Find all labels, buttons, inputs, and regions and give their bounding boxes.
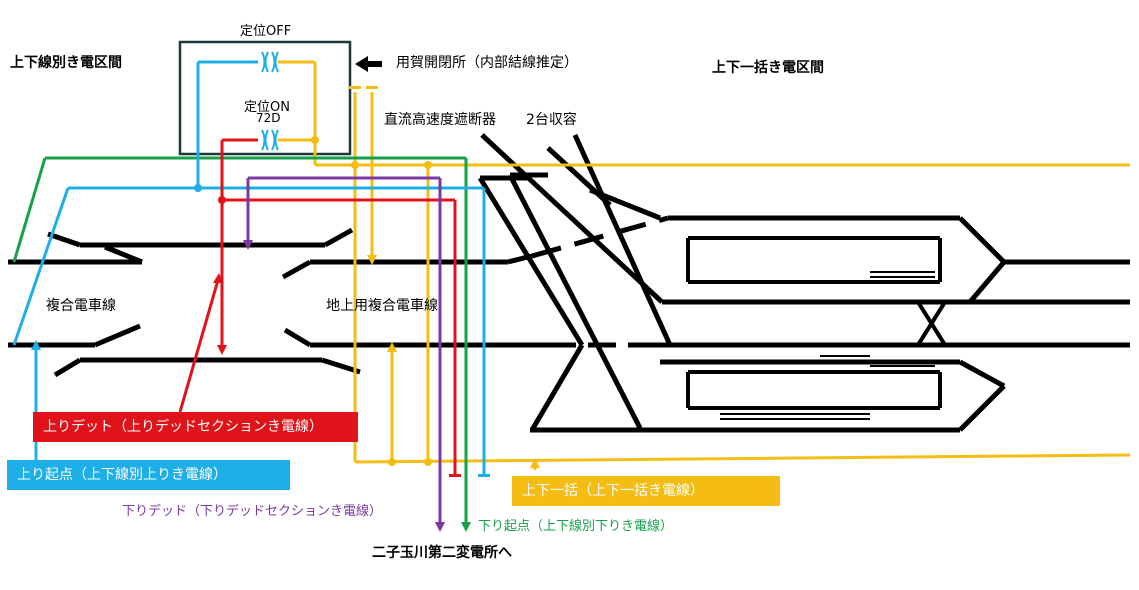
breaker-label: 直流高速度遮断器 xyxy=(384,112,496,128)
combined-feeder-box: 上下一括（上下一括き電線） xyxy=(512,476,780,506)
default-off-label: 定位OFF xyxy=(240,24,292,39)
diagonal-1 xyxy=(480,133,664,304)
lower-bottom-rail-join xyxy=(958,384,1006,432)
upper-wire-left-end-b xyxy=(323,227,354,248)
pointer-arrow xyxy=(355,56,382,72)
switch-note-label: 用賀開閉所（内部結線推定） xyxy=(396,55,578,71)
lower-wire-left-end xyxy=(53,357,82,378)
switch-on-symbol xyxy=(261,129,279,151)
default-on-label: 定位ON xyxy=(244,100,290,115)
upper-line-bend-a xyxy=(104,244,143,265)
red-feeder xyxy=(178,138,457,474)
purple-feeder xyxy=(246,176,442,525)
up-dead-box: 上りデット（上りデッドセクションき電線） xyxy=(33,412,358,442)
lower-line-bend-b xyxy=(283,327,312,348)
track-lines xyxy=(8,133,1130,433)
blue-feeder xyxy=(12,60,486,474)
blue-nodes xyxy=(31,184,490,477)
yellow-feeder-nodes xyxy=(311,86,540,468)
combined-section-label: 上下一括き電区間 xyxy=(712,60,824,76)
green-arrow xyxy=(461,522,471,532)
upper-line-bend-b xyxy=(281,259,312,280)
breaker-count-label: 2台収容 xyxy=(526,112,577,128)
purple-arrows xyxy=(243,240,445,532)
separate-section-label: 上下線別き電区間 xyxy=(10,55,122,71)
switchgear-box xyxy=(178,40,352,156)
crossover-b xyxy=(916,300,947,347)
red-nodes xyxy=(213,196,461,477)
switch-id-label: 72D xyxy=(256,111,281,125)
lower-line-bend-a xyxy=(94,323,141,348)
switch-off-symbol xyxy=(261,51,279,73)
compound-line-right-label: 地上用複合電車線 xyxy=(326,298,438,314)
diagonal-3 xyxy=(572,133,673,347)
upper-dashed xyxy=(531,215,669,259)
down-origin-label: 下り起点（上下線別下りき電線） xyxy=(478,519,674,534)
green-feeder xyxy=(12,156,468,525)
upper-top-rail-join xyxy=(958,216,1006,264)
compound-line-left-label: 複合電車線 xyxy=(46,298,116,314)
upper-wire-left-end xyxy=(47,231,81,248)
substation-label: 二子玉川第二変電所へ xyxy=(372,545,512,561)
upper-join-lower xyxy=(968,260,1006,304)
up-origin-box: 上り起点（上下線別上りき電線） xyxy=(7,460,290,490)
down-dead-label: 下りデッド（下りデッドセクションき電線） xyxy=(122,504,383,519)
diagonal-2 xyxy=(507,173,643,430)
